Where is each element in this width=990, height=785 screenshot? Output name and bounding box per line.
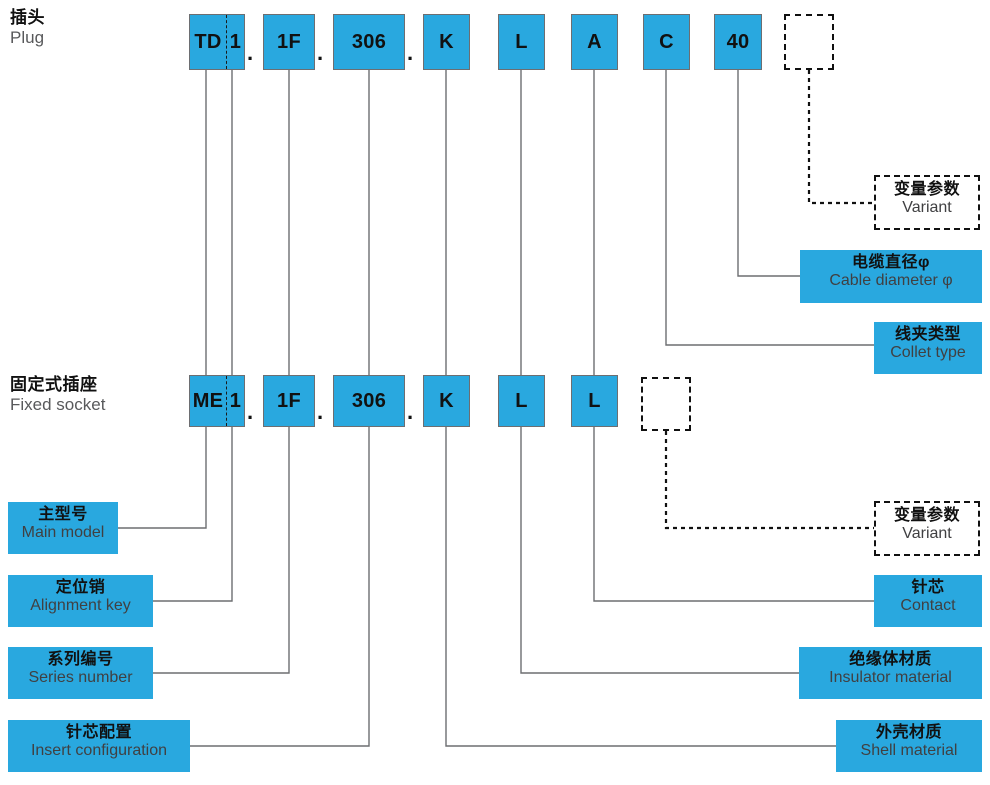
callout-insert-configuration-cn: 针芯配置 <box>65 724 132 741</box>
code-box-socket-series-number[interactable]: 1F <box>263 375 315 427</box>
code-value-plug-series-number: 1F <box>277 30 301 53</box>
callout-main-model[interactable]: 主型号 Main model <box>8 502 118 554</box>
separator-dot-5: . <box>317 399 324 424</box>
callout-variant-bottom-cn: 变量参数 <box>893 507 960 524</box>
callout-collet-type[interactable]: 线夹类型 Collet type <box>874 322 982 374</box>
callout-insulator-material-en: Insulator material <box>829 668 952 686</box>
wire-collet-type <box>665 70 876 346</box>
callout-main-model-en: Main model <box>21 523 105 541</box>
code-value-socket-main-model: ME <box>190 376 227 426</box>
code-value-socket-shell-material: K <box>439 389 454 412</box>
code-box-socket-shell-material[interactable]: K <box>423 375 470 427</box>
code-box-socket-insert-configuration[interactable]: 306 <box>333 375 405 427</box>
row-caption-fixed-socket-en: Fixed socket <box>10 395 106 415</box>
separator-dot-4: . <box>247 399 254 424</box>
code-box-plug-insulator-material[interactable]: L <box>498 14 545 70</box>
code-value-plug-contact: A <box>587 30 602 53</box>
wire-contact <box>593 427 876 602</box>
code-value-plug-cable-diameter: 40 <box>726 30 750 53</box>
callout-variant-top-en: Variant <box>902 198 952 216</box>
code-box-plug-collet-type[interactable]: C <box>643 14 690 70</box>
code-box-socket-variant[interactable] <box>641 377 691 431</box>
code-value-plug-alignment-key: 1 <box>229 30 242 53</box>
callout-shell-material-cn: 外壳材质 <box>875 724 942 741</box>
row-caption-plug: 插头 Plug <box>10 8 180 48</box>
wire-insulator-material <box>520 427 801 674</box>
wire-insert-config <box>189 427 370 747</box>
wire-main-model <box>117 427 207 529</box>
callout-cable-diameter-cn: 电缆直径φ <box>852 254 930 271</box>
code-box-socket-main-model[interactable]: ME 1 <box>189 375 245 427</box>
callout-contact-cn: 针芯 <box>911 579 945 596</box>
code-box-socket-contact[interactable]: L <box>571 375 618 427</box>
code-box-socket-insulator-material[interactable]: L <box>498 375 545 427</box>
code-value-plug-insert-configuration: 306 <box>351 30 387 53</box>
callout-series-number-en: Series number <box>28 668 133 686</box>
code-box-plug-insert-configuration[interactable]: 306 <box>333 14 405 70</box>
wire-variant-top <box>807 70 876 205</box>
wire-cable-diameter <box>737 70 876 277</box>
row-caption-plug-en: Plug <box>10 28 45 48</box>
separator-dot-3: . <box>407 40 414 65</box>
callout-cable-diameter[interactable]: 电缆直径φ Cable diameter φ <box>800 250 982 303</box>
code-value-socket-contact: L <box>588 389 601 412</box>
callout-variant-bottom[interactable]: 变量参数 Variant <box>874 501 980 556</box>
wire-shell-material <box>445 427 837 747</box>
code-value-plug-insulator-material: L <box>515 30 528 53</box>
callout-collet-type-cn: 线夹类型 <box>894 326 961 343</box>
callout-variant-top[interactable]: 变量参数 Variant <box>874 175 980 230</box>
callout-contact-en: Contact <box>900 596 956 614</box>
code-box-plug-main-model[interactable]: TD 1 <box>189 14 245 70</box>
row-caption-plug-cn: 插头 <box>10 8 45 27</box>
code-value-plug-collet-type: C <box>659 30 674 53</box>
separator-dot-1: . <box>247 40 254 65</box>
code-value-plug-shell-material: K <box>439 30 454 53</box>
callout-insert-configuration-en: Insert configuration <box>30 741 168 759</box>
code-value-socket-insert-configuration: 306 <box>351 389 387 412</box>
code-value-socket-series-number: 1F <box>277 389 301 412</box>
callout-collet-type-en: Collet type <box>890 343 966 361</box>
callout-insert-configuration[interactable]: 针芯配置 Insert configuration <box>8 720 190 772</box>
code-value-socket-alignment-key: 1 <box>229 389 242 412</box>
code-box-plug-variant[interactable] <box>784 14 834 70</box>
wire-series-number <box>153 427 290 674</box>
callout-shell-material[interactable]: 外壳材质 Shell material <box>836 720 982 772</box>
callout-shell-material-en: Shell material <box>860 741 958 759</box>
separator-dot-6: . <box>407 399 414 424</box>
callout-main-model-cn: 主型号 <box>38 506 88 523</box>
callout-alignment-key[interactable]: 定位销 Alignment key <box>8 575 153 627</box>
wire-alignment-key <box>153 427 233 602</box>
code-box-plug-shell-material[interactable]: K <box>423 14 470 70</box>
callout-series-number-cn: 系列编号 <box>47 651 114 668</box>
callout-insulator-material[interactable]: 绝缘体材质 Insulator material <box>799 647 982 699</box>
code-box-plug-contact[interactable]: A <box>571 14 618 70</box>
code-value-plug-main-model: TD <box>190 15 227 69</box>
separator-dot-2: . <box>317 40 324 65</box>
row-caption-fixed-socket-cn: 固定式插座 <box>10 375 98 394</box>
callout-cable-diameter-en: Cable diameter φ <box>829 271 953 289</box>
callout-contact[interactable]: 针芯 Contact <box>874 575 982 627</box>
callout-variant-top-cn: 变量参数 <box>893 181 960 198</box>
wire-variant-bottom <box>664 431 876 530</box>
code-box-plug-series-number[interactable]: 1F <box>263 14 315 70</box>
callout-series-number[interactable]: 系列编号 Series number <box>8 647 153 699</box>
code-value-socket-insulator-material: L <box>515 389 528 412</box>
callout-variant-bottom-en: Variant <box>902 524 952 542</box>
callout-alignment-key-cn: 定位销 <box>55 579 106 596</box>
code-box-plug-cable-diameter[interactable]: 40 <box>714 14 762 70</box>
row-caption-fixed-socket: 固定式插座 Fixed socket <box>10 375 180 415</box>
callout-alignment-key-en: Alignment key <box>30 596 131 614</box>
callout-insulator-material-cn: 绝缘体材质 <box>849 651 932 668</box>
